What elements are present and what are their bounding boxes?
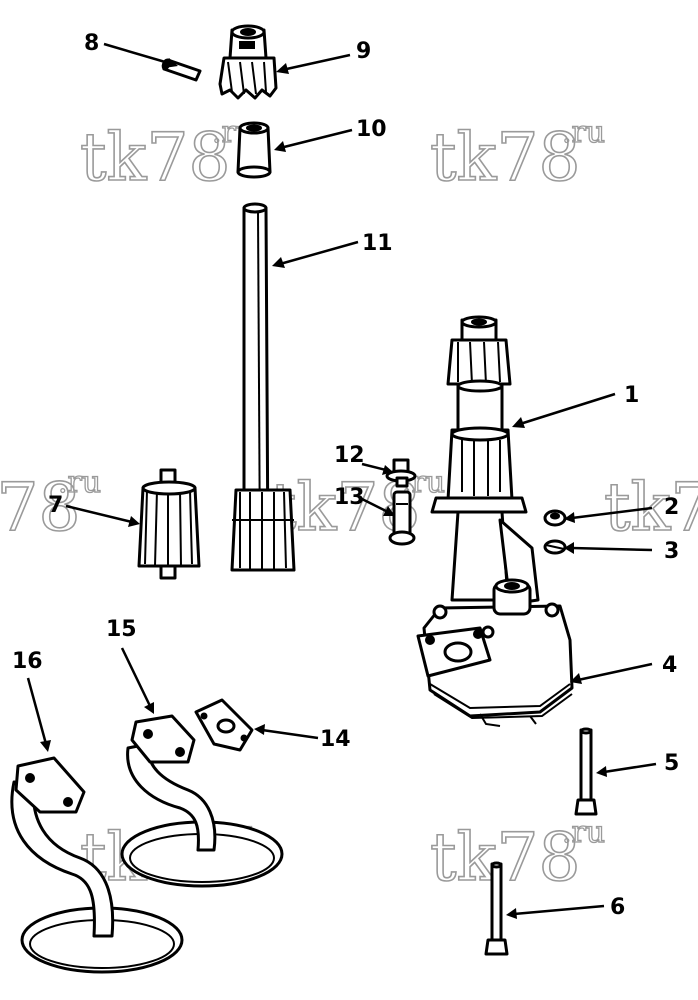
callout-7: 7: [48, 493, 63, 518]
callout-13: 13: [334, 485, 365, 510]
callout-3: 3: [664, 539, 679, 564]
callout-8: 8: [84, 31, 99, 56]
part-4-pump-housing: [416, 578, 574, 727]
watermark-suffix: .ru: [562, 815, 605, 850]
leader-lines: [26, 42, 657, 919]
callout-11: 11: [362, 231, 393, 256]
callout-12: 12: [334, 443, 365, 468]
callout-labels: 8 9 10 11 1 12 13 7 2 3 15 16 4 14 5 6: [12, 31, 679, 920]
callout-6: 6: [610, 895, 625, 920]
part-10-bushing: [236, 121, 272, 179]
watermark-suffix: .ru: [58, 465, 101, 500]
callout-5: 5: [664, 751, 679, 776]
part-16-oil-pickup: [10, 756, 184, 974]
part-14-gasket: [194, 698, 254, 752]
callout-14: 14: [320, 727, 351, 752]
part-1-pump-shaft: [430, 315, 540, 606]
watermark-bottom-right: tk78 .ru: [429, 814, 606, 896]
callout-2: 2: [664, 495, 679, 520]
watermark-middle-left: tk78 .ru: [0, 464, 102, 546]
watermark-top-left: tk78 .ru: [79, 114, 256, 196]
part-11-drive-shaft: [230, 202, 296, 572]
part-13-valve-plunger: [388, 490, 416, 546]
callout-15: 15: [106, 617, 137, 642]
watermark-text: tk78: [430, 819, 581, 896]
part-6-bolt: [484, 861, 509, 956]
callout-10: 10: [356, 117, 387, 142]
watermark-text: tk78: [80, 119, 231, 196]
part-15-oil-pickup: [120, 714, 284, 888]
watermark-suffix: .ru: [562, 115, 605, 150]
part-7-idler-gear: [137, 468, 201, 580]
watermark-top-right: tk78 .ru: [429, 114, 606, 196]
part-5-bolt: [574, 727, 598, 816]
part-2-nut: [543, 509, 567, 527]
callout-9: 9: [356, 39, 371, 64]
watermark-layer: tk78 .ru tk78 .ru tk78 .ru tk78 .ru tk78…: [0, 114, 698, 896]
callout-1: 1: [624, 383, 639, 408]
part-12-washer: [385, 458, 417, 488]
part-9-drive-gear: [218, 24, 278, 100]
callout-4: 4: [662, 653, 677, 678]
watermark-text: tk78: [430, 119, 581, 196]
part-3-nut: [543, 539, 567, 555]
callout-16: 16: [12, 649, 43, 674]
